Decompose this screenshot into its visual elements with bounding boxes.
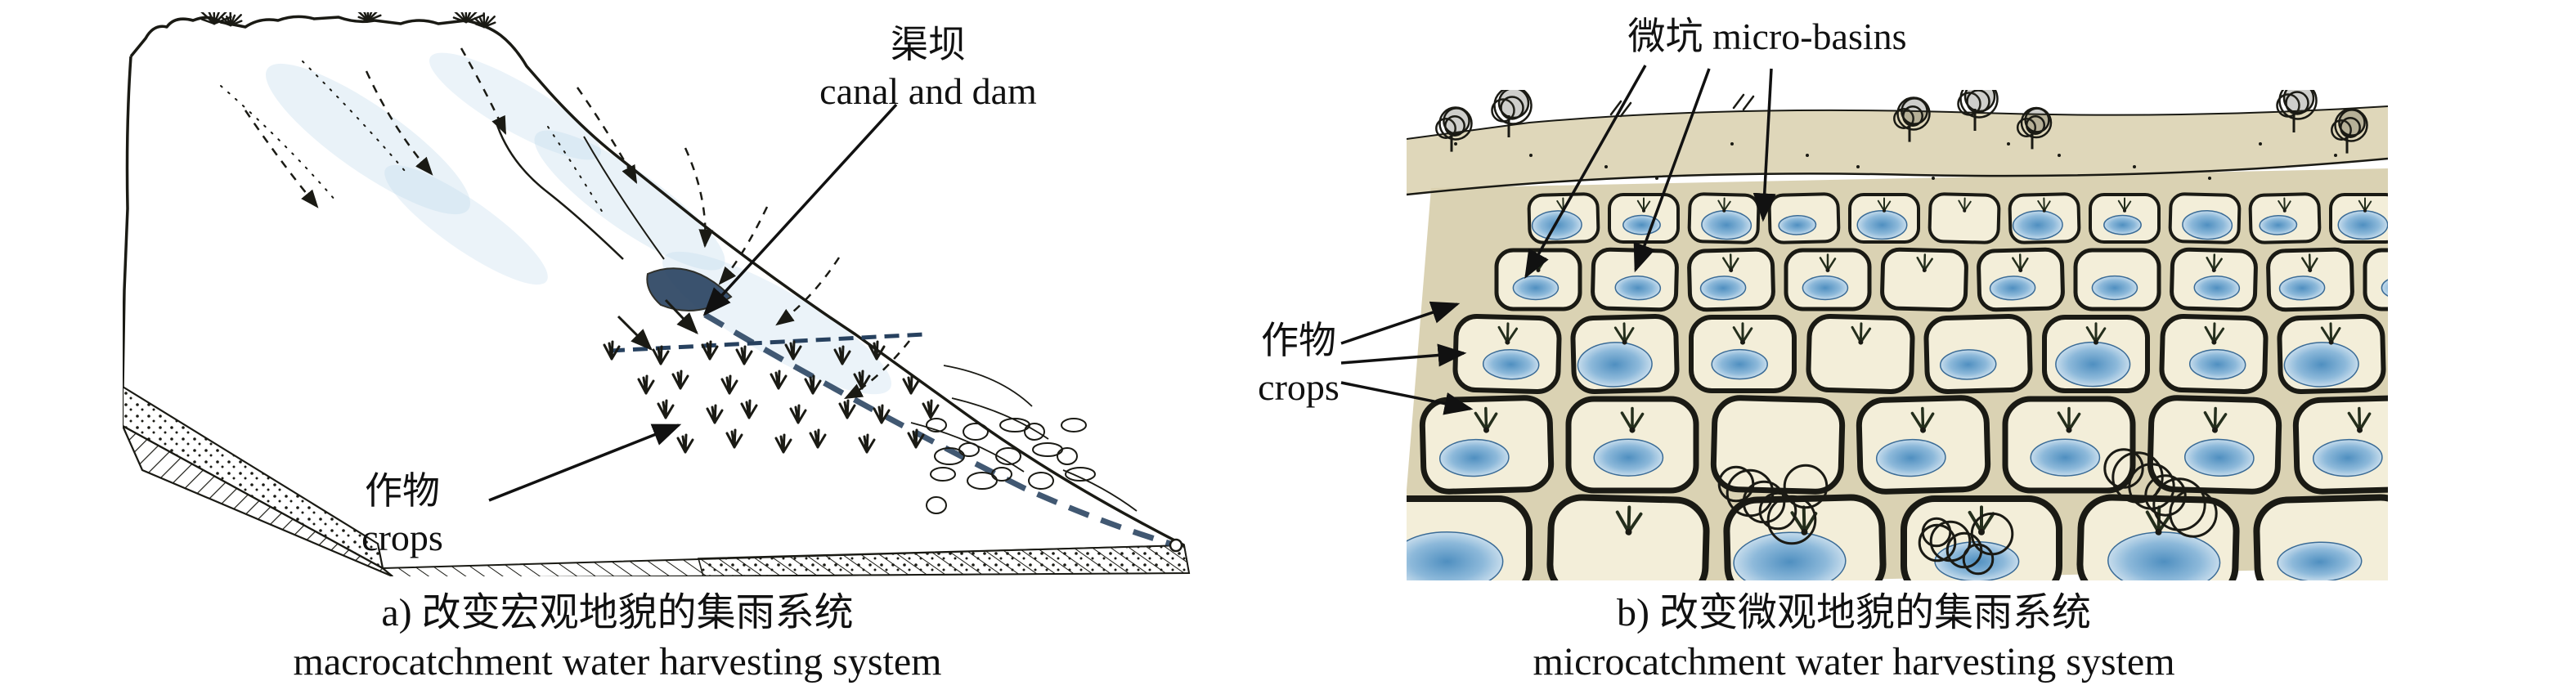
canal-dashed-line — [703, 311, 1177, 549]
label-canal-dam-en: canal and dam — [819, 70, 1037, 112]
microcatchment-illustration — [1407, 90, 2388, 580]
caption-a: a) 改变宏观地貌的集雨系统 macrocatchment water harv… — [98, 589, 1137, 687]
caption-b-zh: b) 改变微观地貌的集雨系统 — [1617, 591, 2091, 634]
stream-line — [494, 119, 624, 260]
label-crops-a-en: crops — [361, 517, 443, 558]
label-crops-b-en: crops — [1258, 366, 1340, 408]
caption-a-en: macrocatchment water harvesting system — [293, 640, 942, 683]
label-canal-dam: 渠坝 canal and dam — [765, 21, 1092, 114]
caption-b-en: microcatchment water harvesting system — [1533, 640, 2175, 683]
rain-streaks — [220, 60, 606, 217]
stream-line-2 — [583, 136, 665, 260]
label-crops-a: 作物 crops — [280, 468, 525, 561]
hill-left-edge — [123, 56, 132, 388]
caption-a-zh: a) 改变宏观地貌的集雨系统 — [381, 591, 854, 634]
hill-ridge-outline — [129, 15, 1185, 547]
field-arrows — [617, 298, 698, 351]
label-crops-a-zh: 作物 — [365, 470, 440, 512]
label-micro-basins: 微坑 micro-basins — [1522, 13, 2013, 60]
label-micro-basins-text: 微坑 micro-basins — [1627, 16, 1907, 57]
label-canal-dam-zh: 渠坝 — [891, 24, 966, 65]
macrocatchment-illustration — [123, 12, 1191, 576]
canal-outlet — [1169, 538, 1183, 553]
bottom-strip-dotted — [697, 544, 1190, 576]
label-crops-b-zh: 作物 — [1261, 320, 1336, 361]
caption-b: b) 改变微观地貌的集雨系统 microcatchment water harv… — [1363, 589, 2345, 687]
label-crops-b: 作物 crops — [1217, 317, 1380, 410]
strata-hatched-band — [123, 424, 393, 576]
